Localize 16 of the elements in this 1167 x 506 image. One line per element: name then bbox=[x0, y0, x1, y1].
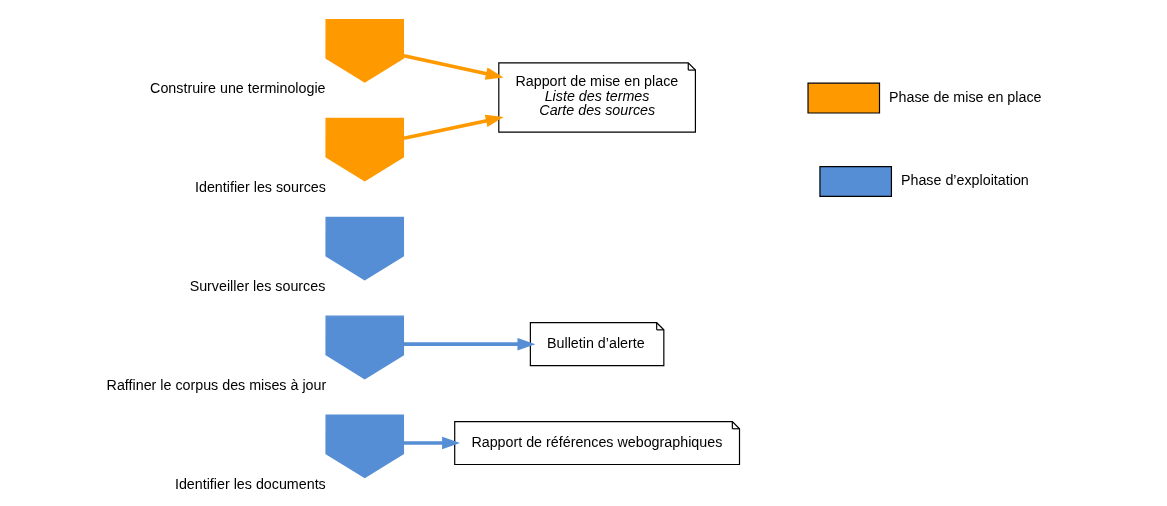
node-label: Raffiner le corpus des mises à jour bbox=[106, 377, 326, 394]
node-label: Identifier les sources bbox=[194, 179, 326, 196]
node-chevron bbox=[324, 414, 404, 479]
node-chevron bbox=[324, 18, 404, 83]
arrow bbox=[403, 436, 460, 450]
node-chevron bbox=[324, 216, 404, 281]
node-label: Identifier les documents bbox=[174, 476, 326, 493]
arrow bbox=[403, 114, 504, 141]
arrow bbox=[403, 337, 535, 351]
node-chevron bbox=[324, 117, 404, 182]
arrow bbox=[403, 53, 504, 80]
legend-label: Phase d’exploitation bbox=[900, 172, 1029, 189]
legend-label: Phase de mise en place bbox=[888, 88, 1041, 105]
node-label: Construire une terminologie bbox=[149, 80, 326, 97]
node-chevron bbox=[324, 315, 404, 380]
node-label: Surveiller les sources bbox=[189, 278, 325, 295]
